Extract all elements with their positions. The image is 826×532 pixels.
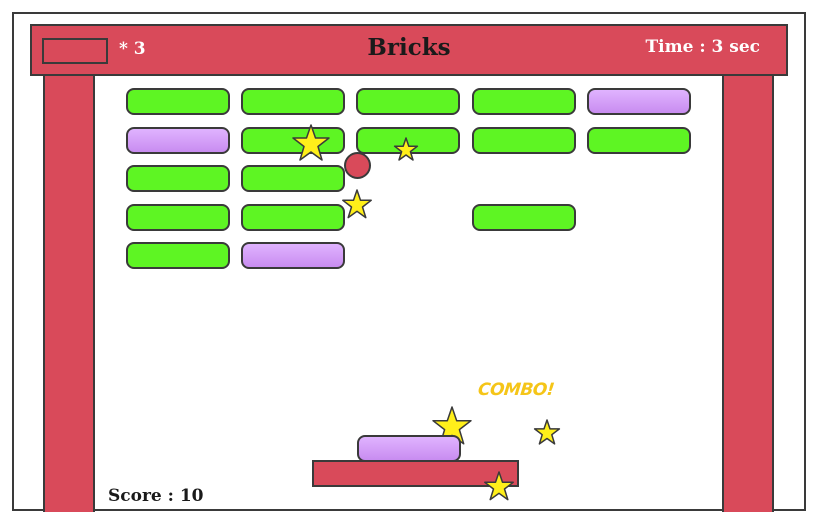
brick-green — [126, 88, 230, 115]
top-bar: * 3 Bricks Time : 3 sec — [30, 24, 788, 76]
brick-green — [126, 165, 230, 192]
score-label: Score : 10 — [108, 486, 204, 506]
brick-green — [472, 88, 576, 115]
brick-green — [472, 127, 576, 154]
star-icon — [292, 124, 330, 161]
star-icon — [533, 419, 561, 445]
brick-green — [241, 204, 345, 231]
right-wall — [722, 76, 774, 512]
brick-green — [587, 127, 691, 154]
brick-green — [356, 88, 460, 115]
brick-green — [241, 127, 345, 154]
left-wall — [43, 76, 95, 512]
star-icon — [342, 189, 372, 219]
brick-green — [241, 88, 345, 115]
paddle-powerup — [357, 435, 461, 462]
brick-green — [126, 204, 230, 231]
game-title: Bricks — [367, 34, 451, 61]
ball — [344, 152, 371, 179]
star-icon — [484, 471, 514, 501]
brick-purple — [241, 242, 345, 269]
lives-box — [42, 38, 108, 64]
star-icon — [393, 137, 419, 161]
brick-green — [472, 204, 576, 231]
brick-purple — [126, 127, 230, 154]
brick-green — [126, 242, 230, 269]
combo-text: COMBO! — [476, 380, 556, 400]
lives-counter: * 3 — [119, 39, 146, 59]
brick-green — [241, 165, 345, 192]
brick-purple — [587, 88, 691, 115]
timer-label: Time : 3 sec — [645, 37, 760, 57]
